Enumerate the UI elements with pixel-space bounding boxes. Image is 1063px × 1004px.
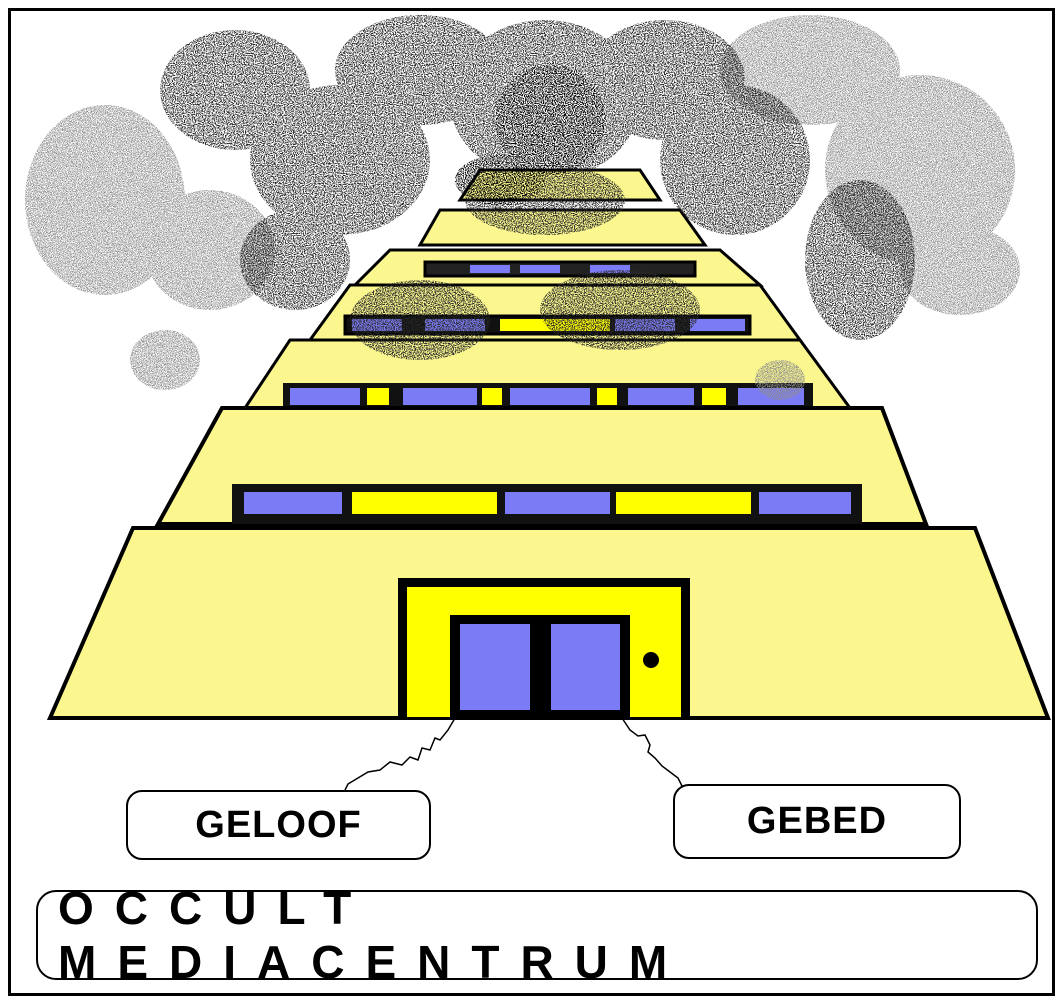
smoke-cloud-icon (25, 15, 1020, 400)
door-knob-icon (643, 652, 659, 668)
gebed-label: GEBED (673, 784, 961, 859)
double-door-icon (398, 578, 690, 720)
occult-mediacentrum-title: OCCULT MEDIACENTRUM (36, 882, 1038, 988)
tower-tier-2 (154, 406, 929, 526)
jagged-connector-lines (344, 717, 683, 791)
geloof-label: GELOOF (126, 790, 431, 860)
